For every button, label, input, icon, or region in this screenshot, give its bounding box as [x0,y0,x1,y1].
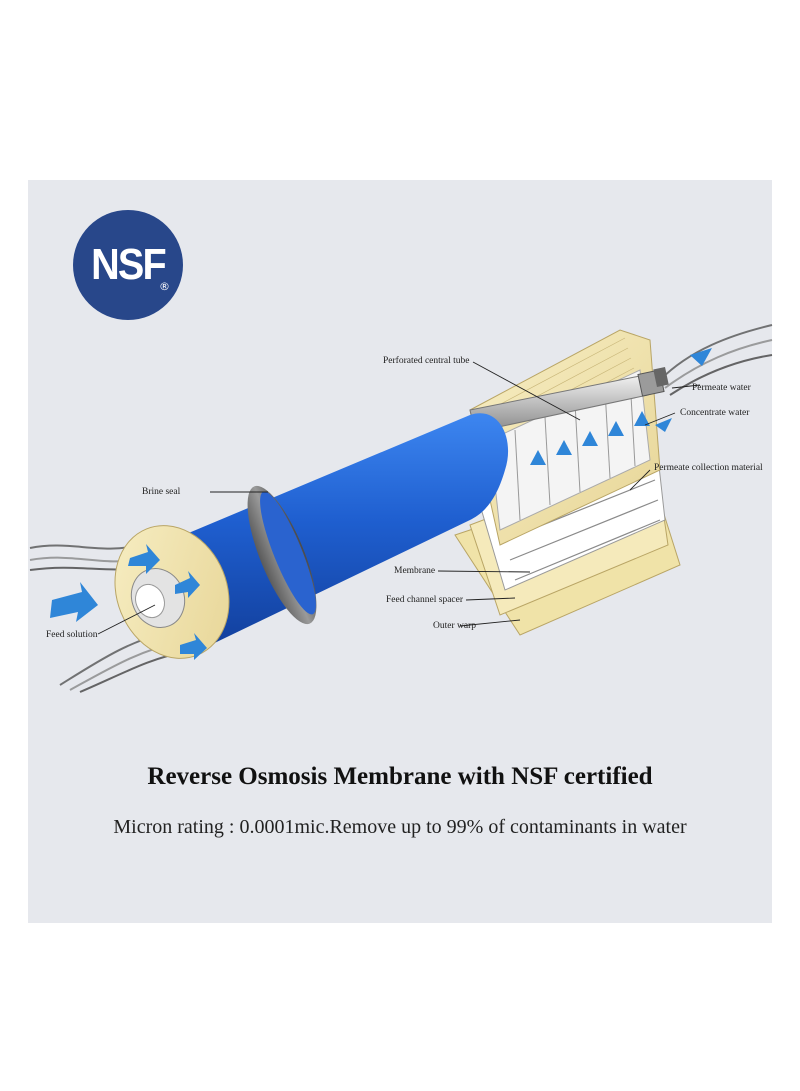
callout-brine-seal: Brine seal [142,487,181,497]
callout-feed-channel-spacer: Feed channel spacer [386,595,464,605]
micron-rating-text: Micron rating : 0.0001mic.Remove up to 9… [113,816,687,838]
membrane-housing [160,413,509,650]
callout-permeate-collection-material: Permeate collection material [654,463,763,473]
nsf-logo-text: NSF [91,240,167,289]
flow-arrows [530,348,712,465]
feed-arrows [50,544,207,660]
brine-seal-ring [247,485,317,625]
callout-perforated-central-tube: Perforated central tube [383,356,470,366]
callout-membrane: Membrane [394,566,436,576]
permeate-water-stream [659,324,773,396]
callout-concentrate-water: Concentrate water [680,408,750,418]
nsf-logo: NSF ® [73,210,183,320]
central-tube [469,366,669,433]
callout-leader-lines [97,361,701,635]
registered-mark: ® [159,280,170,293]
callout-feed-solution: Feed solution [46,630,98,640]
callout-outer-warp: Outer warp [433,621,476,631]
callout-permeate-water: Permeate water [692,383,751,393]
headline: Reverse Osmosis Membrane with NSF certif… [147,763,653,790]
